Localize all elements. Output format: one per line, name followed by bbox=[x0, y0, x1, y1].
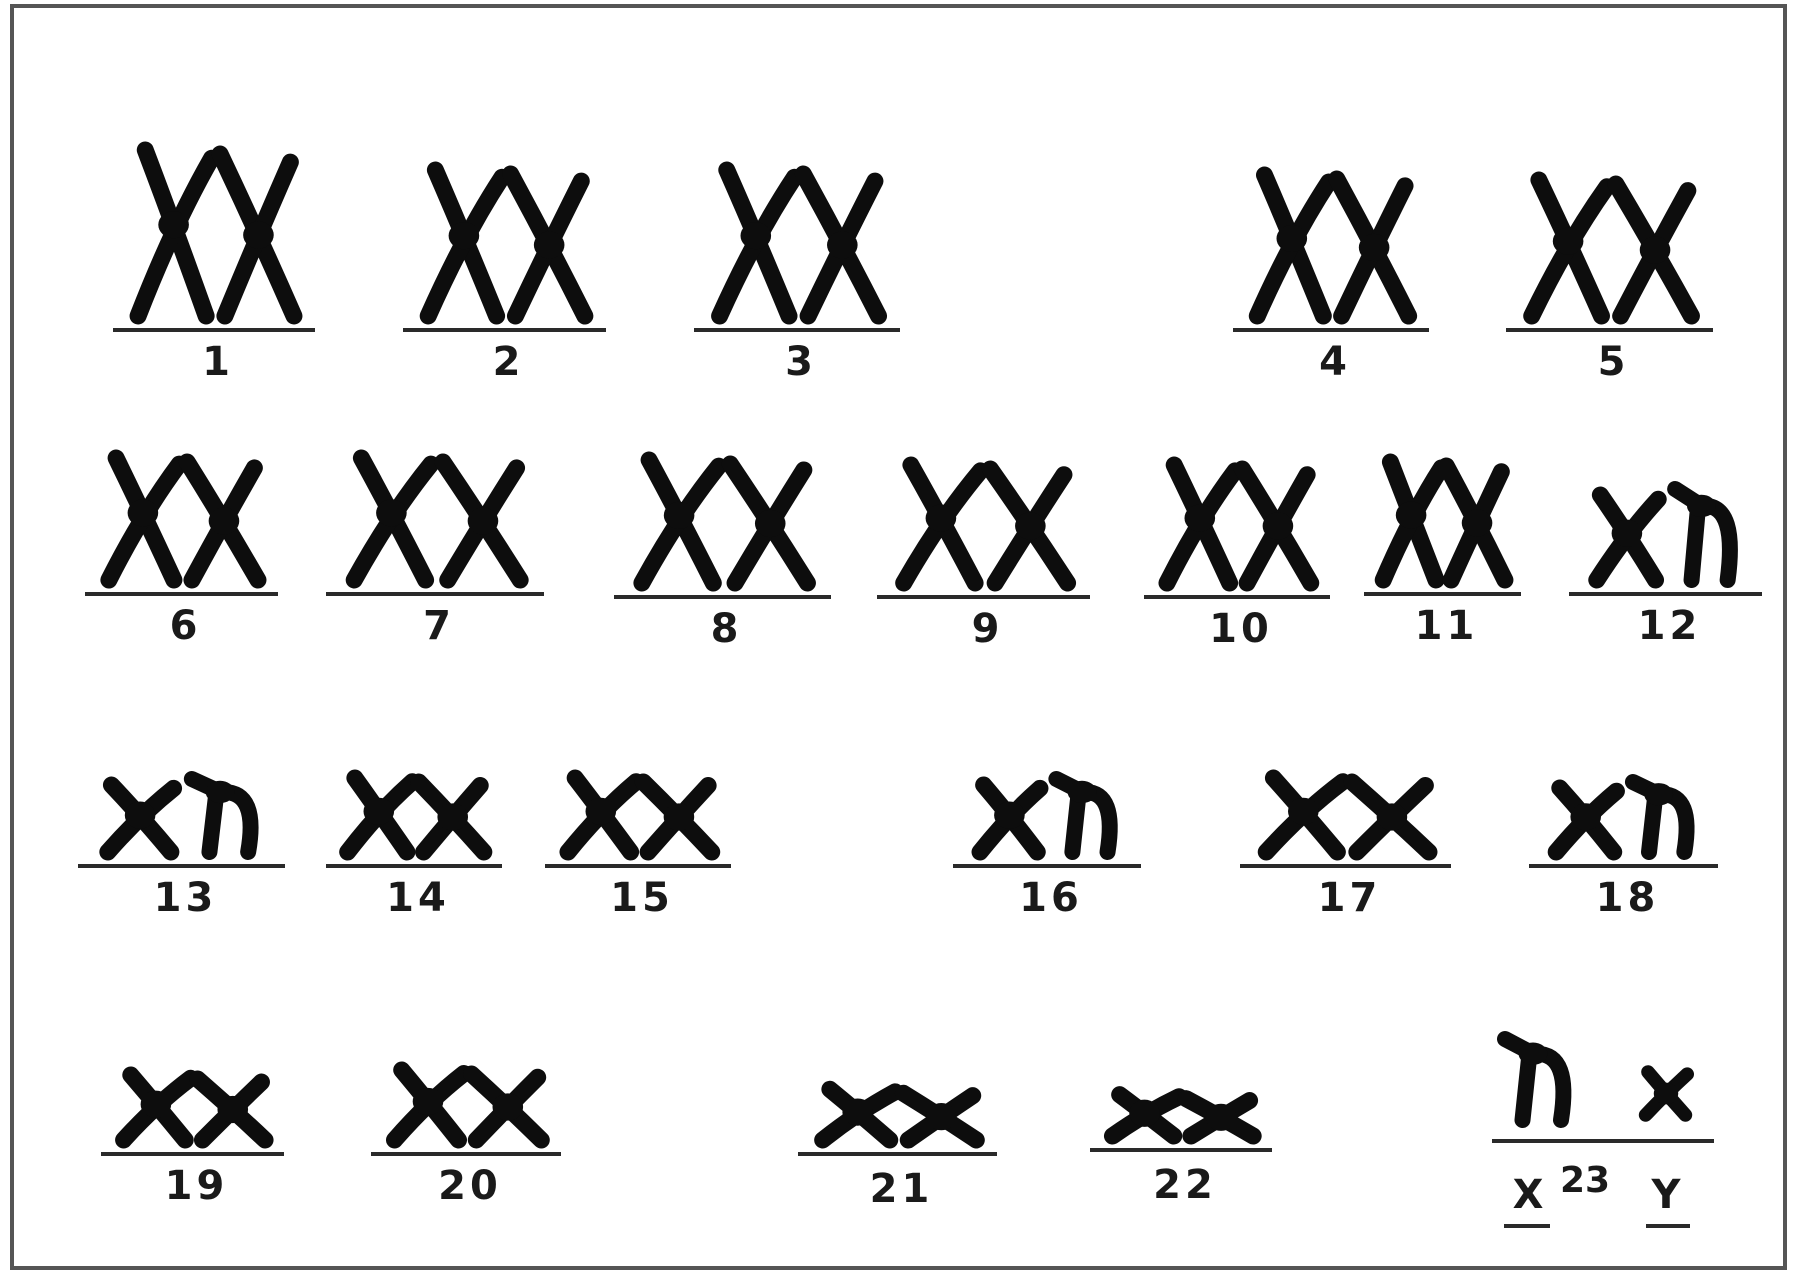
pair-14-label: 14 bbox=[386, 875, 450, 921]
pair-17-label: 17 bbox=[1318, 875, 1382, 921]
pair-13-label: 13 bbox=[154, 875, 218, 921]
pair-20-label: 20 bbox=[438, 1163, 502, 1209]
pair-16-label: 16 bbox=[1019, 875, 1083, 921]
pair-9-label: 9 bbox=[972, 606, 1004, 652]
pair-10-label: 10 bbox=[1209, 606, 1273, 652]
pair-2-label: 2 bbox=[493, 339, 525, 385]
sex-chromosome-y-label: Y bbox=[1651, 1172, 1685, 1218]
pair-22-label: 22 bbox=[1153, 1162, 1217, 1208]
pair-15-label: 15 bbox=[610, 875, 674, 921]
pair-18-label: 18 bbox=[1596, 875, 1660, 921]
pair-7-label: 7 bbox=[423, 603, 455, 649]
pair-23-label: 23 bbox=[1560, 1160, 1610, 1201]
pair-11-label: 11 bbox=[1415, 603, 1479, 649]
sex-chromosome-x-label: X bbox=[1513, 1172, 1548, 1218]
pair-19-label: 19 bbox=[165, 1163, 229, 1209]
pair-3-label: 3 bbox=[785, 339, 817, 385]
pair-12-label: 12 bbox=[1638, 603, 1702, 649]
pair-1-label: 1 bbox=[202, 339, 234, 385]
pair-5-label: 5 bbox=[1598, 339, 1630, 385]
pair-6-label: 6 bbox=[170, 603, 202, 649]
pair-4-label: 4 bbox=[1319, 339, 1351, 385]
pair-21-label: 21 bbox=[870, 1166, 934, 1212]
pair-8-label: 8 bbox=[711, 606, 743, 652]
